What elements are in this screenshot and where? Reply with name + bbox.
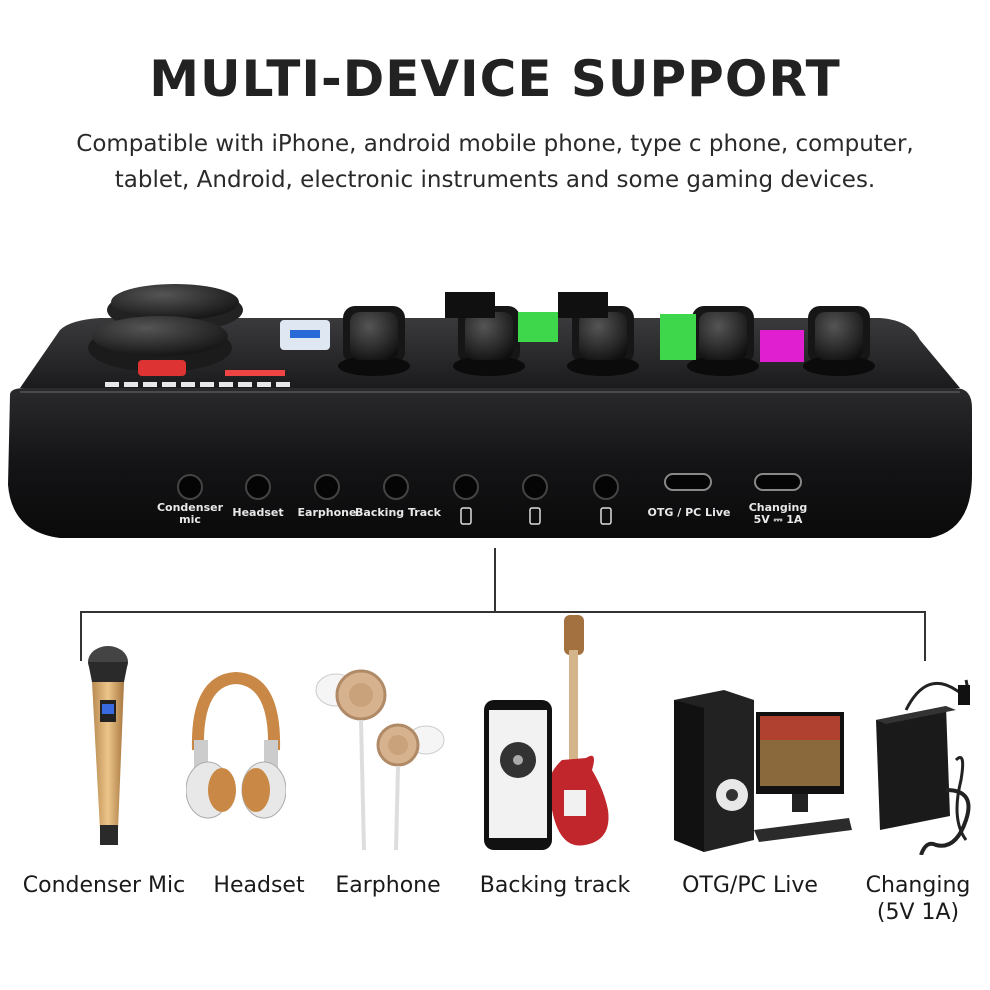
control-knobs [338,306,875,376]
port-label-otg: OTG / PC Live [647,506,731,519]
port-label-backing-track: Backing Track [355,506,441,519]
page-subtitle: Compatible with iPhone, android mobile p… [40,126,950,198]
headphones-icon [185,640,287,855]
power-adapter-icon [866,640,976,856]
connector-drop-right [924,611,926,661]
page-title: MULTI-DEVICE SUPPORT [149,50,841,108]
label-earphone: Earphone [335,873,441,898]
subtitle-line-2: tablet, Android, electronic instruments … [114,167,876,193]
phone-guitar-icon [480,610,620,855]
label-changing: Changing (5V 1A) [865,873,971,925]
earphones-icon [306,640,456,855]
audio-jacks [177,474,619,500]
port-label-condenser: Condenser mic [156,501,224,526]
connector-bar [80,611,926,613]
usb-c-ports [664,473,802,491]
green-pad [518,312,558,342]
sound-card-illustration [8,284,972,538]
microphone-icon [80,640,140,855]
port-label-changing: Changing 5V ⎓ 1A [748,501,808,526]
label-condenser-mic: Condenser Mic [22,873,186,898]
label-backing-track: Backing track [479,873,631,898]
port-label-headset: Headset [232,506,284,519]
label-otg-pc-live: OTG/PC Live [682,873,818,898]
connector-drop-left [80,611,82,661]
label-headset: Headset [213,873,305,898]
subtitle-line-1: Compatible with iPhone, android mobile p… [76,131,914,157]
connector-stem [494,548,496,612]
port-label-earphone: Earphone [297,506,357,519]
sound-card-device: Condenser mic Headset Earphone Backing T… [0,270,990,560]
computer-icon [664,640,854,855]
phone-glyphs [460,507,612,525]
